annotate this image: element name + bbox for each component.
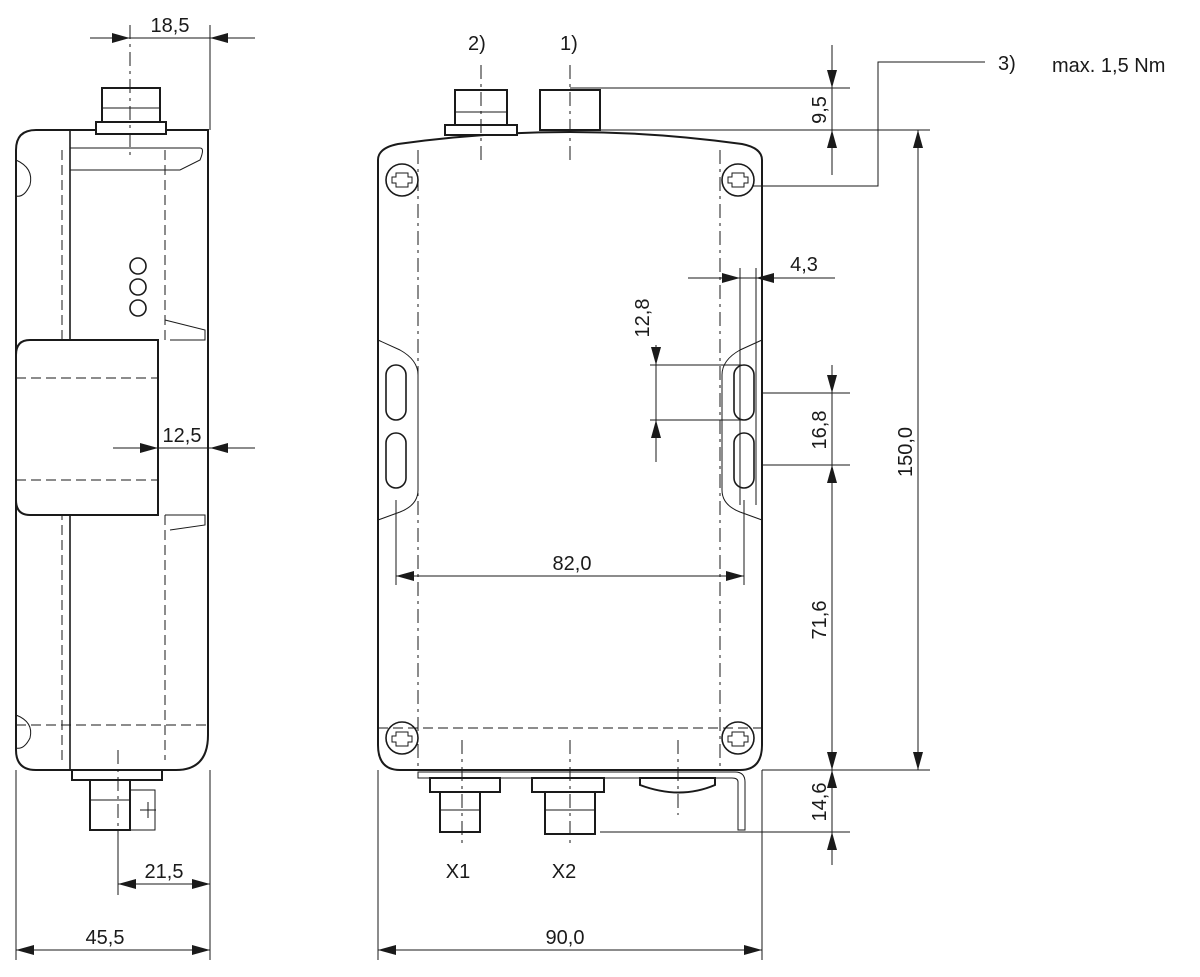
mounting-slot xyxy=(733,432,755,489)
dim-label: 45,5 xyxy=(86,927,125,949)
side-top-connector xyxy=(95,25,167,160)
screw-bottom-right xyxy=(721,721,755,755)
dim-label: 18,5 xyxy=(151,15,190,37)
dim-21-5: 21,5 xyxy=(117,770,211,960)
dim-label: 21,5 xyxy=(145,861,184,883)
top-connector-2 xyxy=(444,65,518,160)
side-view-clip xyxy=(15,339,159,516)
connector-label-x2: X2 xyxy=(552,861,576,883)
dim-label: 14,6 xyxy=(809,783,831,822)
dim-45-5: 45,5 xyxy=(15,770,210,960)
front-view xyxy=(377,65,763,845)
dim-label: 82,0 xyxy=(553,553,592,575)
dim-150-0: 150,0 xyxy=(895,130,923,770)
front-view-housing xyxy=(377,131,763,771)
dim-label: 9,5 xyxy=(809,96,831,124)
side-view xyxy=(15,25,209,840)
dim-12-8: 12,8 xyxy=(632,299,745,462)
dim-18-5: 18,5 xyxy=(90,15,255,130)
side-bottom-connector xyxy=(71,750,163,840)
connector-x1 xyxy=(429,740,501,845)
dim-label: 12,5 xyxy=(163,425,202,447)
mounting-slot xyxy=(385,432,407,489)
connector-x2 xyxy=(531,740,605,845)
screw-top-right xyxy=(721,163,755,197)
dim-label: 4,3 xyxy=(790,254,818,276)
dim-4-3: 4,3 xyxy=(688,254,835,505)
callout-2: 2) xyxy=(468,33,486,55)
dim-16-8: 16,8 xyxy=(762,365,850,770)
led-indicator xyxy=(129,257,147,275)
led-indicator xyxy=(129,299,147,317)
screw-bottom-left xyxy=(385,721,419,755)
dim-82-0: 82,0 xyxy=(395,500,745,585)
led-indicator xyxy=(129,278,147,296)
top-connector-1 xyxy=(539,65,601,160)
callout-1: 1) xyxy=(560,33,578,55)
dim-9-5: 9,5 xyxy=(570,45,930,175)
dim-71-6: 71,6 xyxy=(762,601,930,771)
dim-label: 71,6 xyxy=(809,601,831,640)
dim-label: 16,8 xyxy=(809,411,831,450)
dim-label: 90,0 xyxy=(546,927,585,949)
dim-12-5: 12,5 xyxy=(113,425,255,453)
dim-label: 150,0 xyxy=(895,427,917,477)
dim-90-0: 90,0 xyxy=(377,770,763,960)
torque-note: max. 1,5 Nm xyxy=(1052,55,1165,77)
screw-top-left xyxy=(385,163,419,197)
vent-plug xyxy=(639,740,716,815)
callout-3-leader xyxy=(752,61,985,187)
mounting-slot xyxy=(385,364,407,421)
connector-label-x1: X1 xyxy=(446,861,470,883)
dim-label: 12,8 xyxy=(632,299,654,338)
dim-14-6: 14,6 xyxy=(600,770,850,865)
callout-3: 3) xyxy=(998,53,1016,75)
